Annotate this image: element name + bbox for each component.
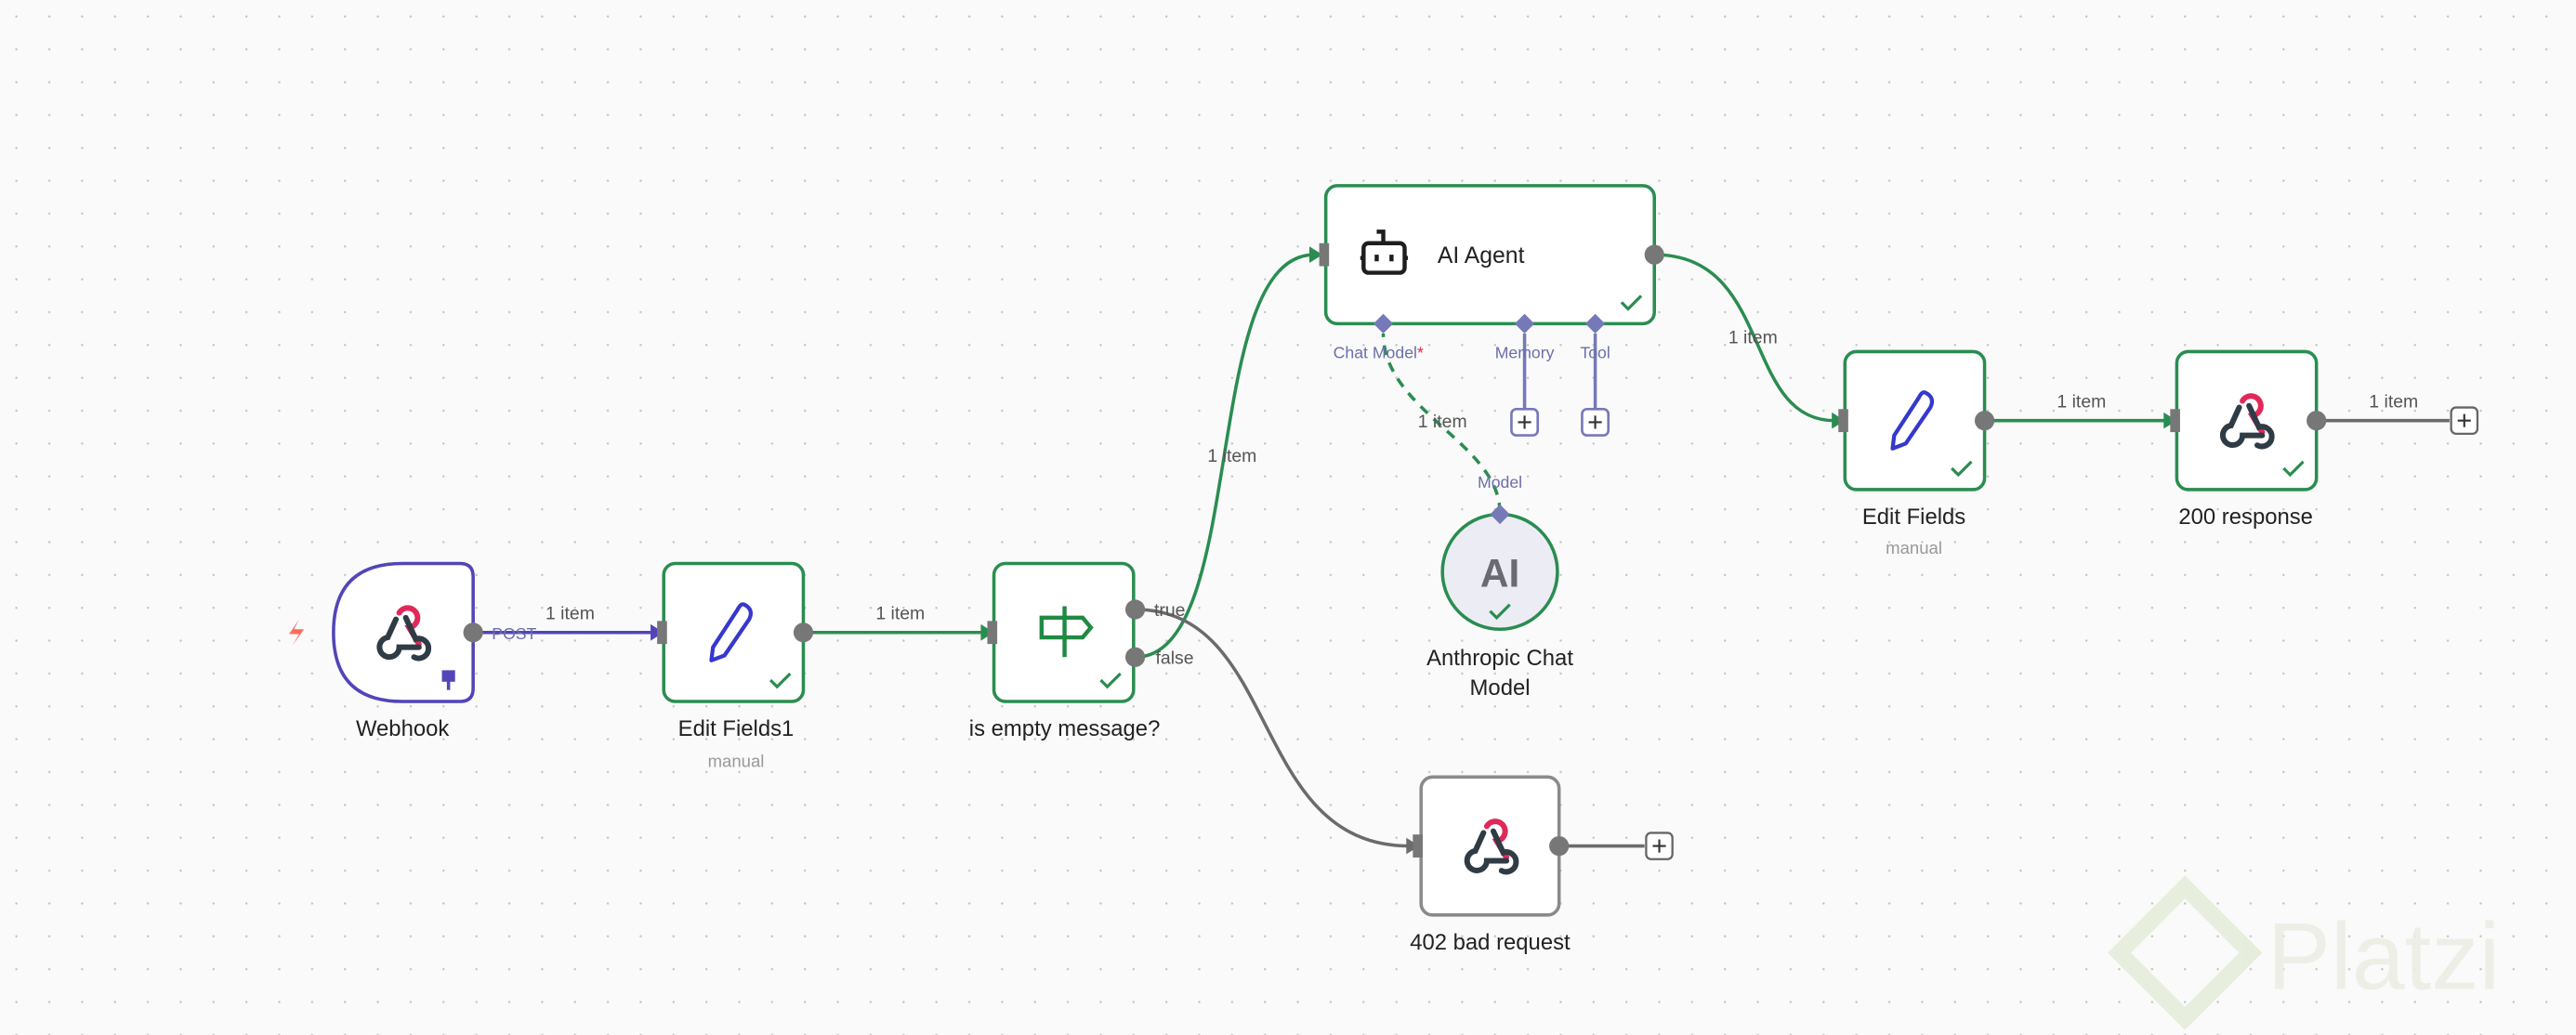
node-webhook[interactable]: POST Webhook [289, 561, 537, 742]
add-memory-button[interactable] [1510, 407, 1540, 437]
platzi-watermark: Platzi [2108, 875, 2501, 1030]
node-402-bad-request[interactable]: 402 bad request [1410, 775, 1674, 955]
edge-label: 1 item [2057, 392, 2106, 413]
edge-label: 1 item [545, 604, 595, 624]
input-port[interactable] [1413, 834, 1423, 858]
node-anthropic-chat-model[interactable]: AI Model Anthropic Chat Model [1426, 473, 1573, 701]
output-port[interactable] [1549, 835, 1570, 857]
anthropic-icon: AI [1480, 551, 1519, 595]
node-title: Webhook [356, 716, 449, 741]
output-label: POST [492, 624, 536, 643]
output-label-false: false [1155, 648, 1193, 668]
node-edit-fields[interactable]: Edit Fields manual [1838, 349, 1995, 557]
memory-port[interactable] [1514, 313, 1535, 334]
node-title: 200 response [2178, 504, 2313, 530]
model-port[interactable] [1490, 504, 1510, 525]
watermark-text: Platzi [2267, 902, 2501, 1009]
input-port[interactable] [1319, 242, 1330, 267]
input-port[interactable] [987, 621, 998, 645]
pin-icon [441, 670, 455, 690]
node-title: 402 bad request [1410, 930, 1571, 955]
chat-model-label: Chat Model* [1334, 344, 1424, 362]
output-port[interactable] [463, 622, 483, 643]
output-port[interactable] [793, 622, 814, 643]
arrow-head [1308, 246, 1323, 263]
node-title: Anthropic Chat [1426, 646, 1573, 671]
edge-label: 1 item [1728, 328, 1778, 348]
node-subtitle: manual [1886, 538, 1942, 557]
node-200-response[interactable]: 200 response [2170, 349, 2479, 530]
output-port-false[interactable] [1124, 647, 1146, 667]
output-port-true[interactable] [1124, 599, 1146, 620]
memory-label: Memory [1495, 344, 1555, 362]
node-edit-fields1[interactable]: Edit Fields1 manual [657, 561, 814, 771]
edge-if-true-402[interactable] [1135, 608, 1410, 848]
node-title: AI Agent [1438, 243, 1525, 269]
node-title-line2: Model [1470, 675, 1531, 701]
signpost-icon [1039, 606, 1094, 658]
edge-agent-edit[interactable] [1654, 253, 1835, 423]
tool-label: Tool [1580, 344, 1610, 362]
edges: 1 item 1 item 1 item 1 item 1 item 1 ite… [473, 246, 2450, 855]
edge-if-false-agent[interactable] [1135, 253, 1315, 660]
model-label: Model [1478, 473, 1522, 491]
output-port[interactable] [2307, 411, 2327, 431]
input-port[interactable] [2170, 409, 2180, 433]
edge-label: 1 item [1207, 446, 1256, 466]
add-node-button[interactable] [1645, 832, 1674, 860]
edge-label: 1 item [2369, 392, 2418, 413]
node-subtitle: manual [708, 752, 765, 771]
trigger-bolt-icon [289, 619, 305, 646]
output-label-true: true [1154, 600, 1185, 621]
input-port[interactable] [657, 621, 667, 645]
node-title: Edit Fields1 [678, 716, 795, 741]
robot-icon [1360, 229, 1409, 275]
edge-model-agent[interactable] [1381, 333, 1502, 513]
edge-label: 1 item [875, 604, 925, 624]
input-port[interactable] [1838, 409, 1848, 433]
tool-port[interactable] [1584, 313, 1606, 334]
edge-label: 1 item [1418, 412, 1467, 432]
add-node-button[interactable] [2450, 406, 2479, 435]
output-port[interactable] [1974, 411, 1995, 431]
sub-port-lines [1522, 333, 1597, 410]
output-port[interactable] [1644, 244, 1664, 265]
node-title: Edit Fields [1862, 504, 1965, 530]
chat-model-port[interactable] [1373, 313, 1394, 334]
arrow-head [651, 623, 664, 641]
node-title: is empty message? [969, 716, 1161, 741]
add-tool-button[interactable] [1581, 407, 1610, 437]
node-ai-agent[interactable]: AI Agent Chat Model* Memory Tool [1319, 184, 1664, 437]
node-is-empty-message[interactable]: true false is empty message? [969, 561, 1194, 742]
